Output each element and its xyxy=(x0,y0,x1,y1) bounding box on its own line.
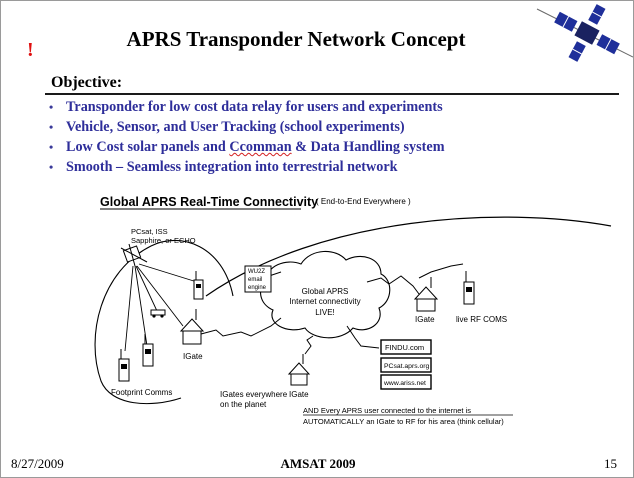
house-icon xyxy=(413,277,439,312)
satellite-logo-icon xyxy=(536,4,633,62)
footer-event: AMSAT 2009 xyxy=(280,456,356,471)
slide-title: APRS Transponder Network Concept xyxy=(126,27,466,51)
page-number: 15 xyxy=(604,456,617,471)
objective-divider xyxy=(45,93,619,95)
bullet-item: •Smooth – Seamless integration into terr… xyxy=(49,159,398,175)
diagram-heading-note: ( End-to-End Everywhere ) xyxy=(316,197,411,206)
diagram-note: AND Every APRS user connected to the int… xyxy=(303,406,471,415)
alert-marker: ! xyxy=(27,39,34,61)
server-box xyxy=(380,374,432,390)
satellite-icon xyxy=(120,243,148,267)
cloud-label: Global APRS xyxy=(302,287,349,296)
igates-everywhere-label: IGates everywhere xyxy=(220,390,288,399)
objective-label: Objective: xyxy=(51,74,123,91)
radio-icon xyxy=(118,349,130,382)
cloud-label: LIVE! xyxy=(315,308,335,317)
igate-label: IGate xyxy=(415,315,435,324)
diagram-heading: Global APRS Real-Time Connectivity xyxy=(100,195,318,209)
bullet-dot: • xyxy=(49,100,54,114)
igate-label: IGate xyxy=(289,390,309,399)
igates-everywhere-label: on the planet xyxy=(220,400,267,409)
radio-icon xyxy=(142,334,154,367)
server-box xyxy=(380,339,432,355)
server-label: PCsat.aprs.org xyxy=(384,363,430,370)
server-box xyxy=(380,357,432,373)
bullet-dot: • xyxy=(49,120,54,134)
cloud-label: Internet connectivity xyxy=(289,297,360,306)
email-engine-box xyxy=(244,265,272,293)
bullet-item: •Vehicle, Sensor, and User Tracking (sch… xyxy=(49,119,405,135)
email-engine-label: email xyxy=(248,277,262,283)
bullet-item: •Transponder for low cost data relay for… xyxy=(49,99,443,115)
bullet-dot: • xyxy=(49,160,54,174)
bullet-dot: • xyxy=(49,140,54,154)
live-rf-label: live RF COMS xyxy=(456,315,507,324)
server-label: www.ariss.net xyxy=(383,380,426,387)
igate-label: IGate xyxy=(183,352,203,361)
satellite-label: PCsat, ISS xyxy=(131,227,168,236)
radio-icon xyxy=(463,271,475,305)
objective-list: •Transponder for low cost data relay for… xyxy=(49,97,445,177)
diagram-note: AUTOMATICALLY an IGate to RF for his are… xyxy=(303,417,504,426)
house-icon xyxy=(179,309,205,345)
internet-cloud xyxy=(260,250,391,339)
server-label: FINDU.com xyxy=(385,343,424,352)
connectivity-diagram: Global APRS Real-Time Connectivity ( End… xyxy=(94,195,612,426)
bullet-item: •Low Cost solar panels and Ccomman & Dat… xyxy=(49,139,445,155)
misspelled-word: Ccomman xyxy=(229,139,292,155)
satellite-label: Sapphire, or ECHO xyxy=(131,236,196,245)
house-icon xyxy=(287,354,311,386)
email-engine-label: WU2Z xyxy=(248,269,265,275)
radio-icon xyxy=(193,271,204,300)
footer-date: 8/27/2009 xyxy=(11,456,64,471)
footprint-label: Footprint Comms xyxy=(111,388,172,397)
email-engine-label: engine xyxy=(248,285,267,291)
car-icon xyxy=(150,309,166,318)
